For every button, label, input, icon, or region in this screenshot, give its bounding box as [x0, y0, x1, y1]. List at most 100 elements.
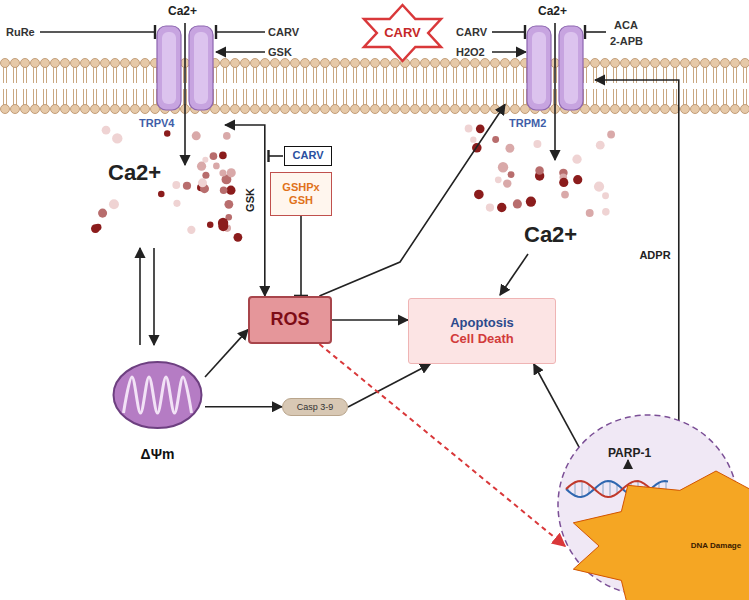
channel-highlight [564, 32, 578, 104]
inhibitor-bar [524, 25, 526, 39]
dna-rung [610, 481, 611, 497]
node-text: TRPM2 [509, 117, 546, 130]
shape-outline [135, 22, 225, 132]
connector-arrow [300, 216, 302, 296]
inhibitor-label: 2-APB [610, 34, 643, 48]
calcium-dot [202, 157, 208, 163]
node-text: Apoptosis [450, 315, 514, 331]
calcium-dot [172, 181, 180, 189]
calcium-to-apoptosis-arrow [500, 254, 528, 295]
channel-subunit [559, 26, 583, 110]
calcium-dot [476, 124, 485, 133]
nucleus: PARP-1DNA Damage [556, 413, 740, 597]
calcium-dot [508, 171, 515, 178]
connector-arrow [348, 364, 430, 407]
calcium-dot [573, 175, 582, 184]
activator-arrow [492, 51, 526, 53]
inhibitor-label: CARV [456, 25, 487, 39]
shape-outline [505, 22, 595, 132]
node-text: TRPV4 [139, 117, 174, 130]
channel-subunit [189, 26, 213, 110]
calcium-dot [227, 168, 236, 177]
parp-arrow [627, 460, 629, 469]
inhibitor-line [492, 31, 524, 33]
calcium-dot [197, 162, 206, 171]
calcium-dot [234, 233, 243, 242]
calcium-influx-arrow [184, 23, 186, 165]
calcium-dot [607, 131, 615, 139]
inhibitor-bar [215, 25, 217, 39]
inhibitor-line [586, 31, 606, 33]
calcium-dot [218, 218, 228, 228]
dna-rung [575, 482, 576, 495]
node-text: DNA Damage [691, 541, 741, 551]
outcome-box: ApoptosisCell Death [408, 298, 556, 364]
node-text: PARP-1 [608, 446, 651, 460]
burst-outline [573, 471, 749, 600]
calcium-dot [224, 200, 233, 209]
caspase-pill: Casp 3-9 [282, 398, 348, 416]
calcium-dot [219, 170, 226, 177]
calcium-dot [187, 226, 195, 234]
calcium-dot [112, 133, 122, 143]
agonist-label: H2O2 [456, 45, 485, 59]
calcium-dot [503, 179, 511, 187]
node-text: CARV [384, 25, 421, 41]
edge-label: ADPR [637, 248, 672, 262]
agonist-label: GSK [268, 45, 292, 59]
calcium-dot [102, 126, 111, 135]
calcium-dot [602, 208, 610, 216]
inhibitor-line [269, 155, 283, 157]
activator-arrow [216, 51, 265, 53]
calcium-dot [586, 209, 594, 217]
antioxidant-box: GSHPxGSH [270, 172, 332, 216]
cell-membrane [0, 58, 749, 114]
calcium-dot [198, 178, 207, 187]
calcium-dot [474, 190, 484, 200]
calcium-dot [492, 136, 499, 143]
calcium-dot [219, 152, 227, 160]
connector-arrow [319, 344, 565, 546]
inhibitor-label: ACA [614, 18, 638, 32]
calcium-dot [594, 181, 604, 191]
inhibitor-bar [584, 25, 586, 39]
inhibitor-box: CARV [284, 146, 332, 166]
connector-arrow [595, 80, 679, 420]
calcium-dot [98, 209, 107, 218]
calcium-dot [226, 186, 235, 195]
channel-subunit [157, 26, 181, 110]
channel-highlight [162, 32, 176, 104]
inhibitor-line [217, 31, 265, 33]
exchange-arrow [153, 248, 155, 345]
connector-arrow [205, 330, 248, 377]
calcium-dot [498, 162, 508, 172]
ion-channel: TRPV4 [135, 22, 225, 132]
calcium-dot [561, 191, 569, 199]
calcium-dot [535, 166, 543, 174]
calcium-dot [223, 132, 231, 140]
ion-label: Ca2+ [538, 4, 567, 19]
calcium-dot [596, 141, 605, 150]
calcium-dot [158, 191, 165, 198]
calcium-dot [220, 187, 228, 195]
calcium-dot [164, 130, 170, 136]
calcium-dot [497, 203, 506, 212]
connector-arrow [534, 364, 579, 447]
node-text: GSH [289, 194, 313, 207]
calcium-dot [173, 200, 180, 207]
calcium-dot [533, 140, 541, 148]
dna-rung [582, 481, 583, 497]
edge-label: GSK [243, 186, 257, 214]
shape-outline [565, 470, 749, 600]
inhibitor-label: CARV [268, 25, 299, 39]
connector-arrow [205, 406, 282, 408]
exchange-arrow [139, 248, 141, 345]
calcium-dot [559, 178, 568, 187]
dna-damage-burst: DNA Damage [565, 470, 749, 600]
inhibitor-label: RuRe [6, 25, 35, 39]
compound-star: CARV [355, 2, 450, 64]
calcium-dot [183, 182, 191, 190]
calcium-dot [495, 176, 502, 183]
calcium-dot [192, 131, 201, 140]
connector-arrow [332, 319, 408, 321]
